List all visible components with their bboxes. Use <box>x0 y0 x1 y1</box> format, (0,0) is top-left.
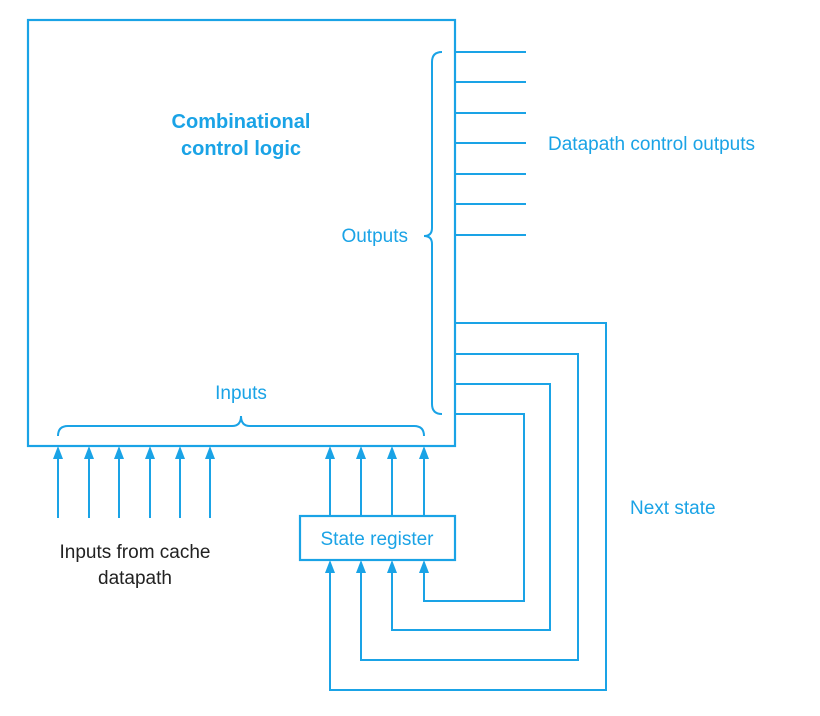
outputs-label: Outputs <box>341 226 408 247</box>
next-state-feedback-wires <box>329 322 607 691</box>
state-register-box <box>298 514 457 562</box>
cache-inputs-label-line1: Inputs from cache <box>59 542 210 563</box>
cache-inputs-label-line2: datapath <box>98 568 172 589</box>
outputs-brace <box>423 51 443 415</box>
cache-input-arrows <box>53 446 215 518</box>
datapath-output-lines <box>455 51 526 236</box>
inputs-label: Inputs <box>215 383 267 404</box>
state-register-input-arrows <box>325 560 429 573</box>
block-title-line2: control logic <box>181 138 301 160</box>
state-register-output-arrows <box>325 446 429 516</box>
combinational-logic-block <box>26 18 457 448</box>
block-title-line1: Combinational <box>172 111 311 133</box>
next-state-label: Next state <box>630 498 716 519</box>
inputs-brace <box>57 415 425 437</box>
state-register-label: State register <box>321 529 435 550</box>
datapath-control-outputs-label: Datapath control outputs <box>548 134 755 155</box>
